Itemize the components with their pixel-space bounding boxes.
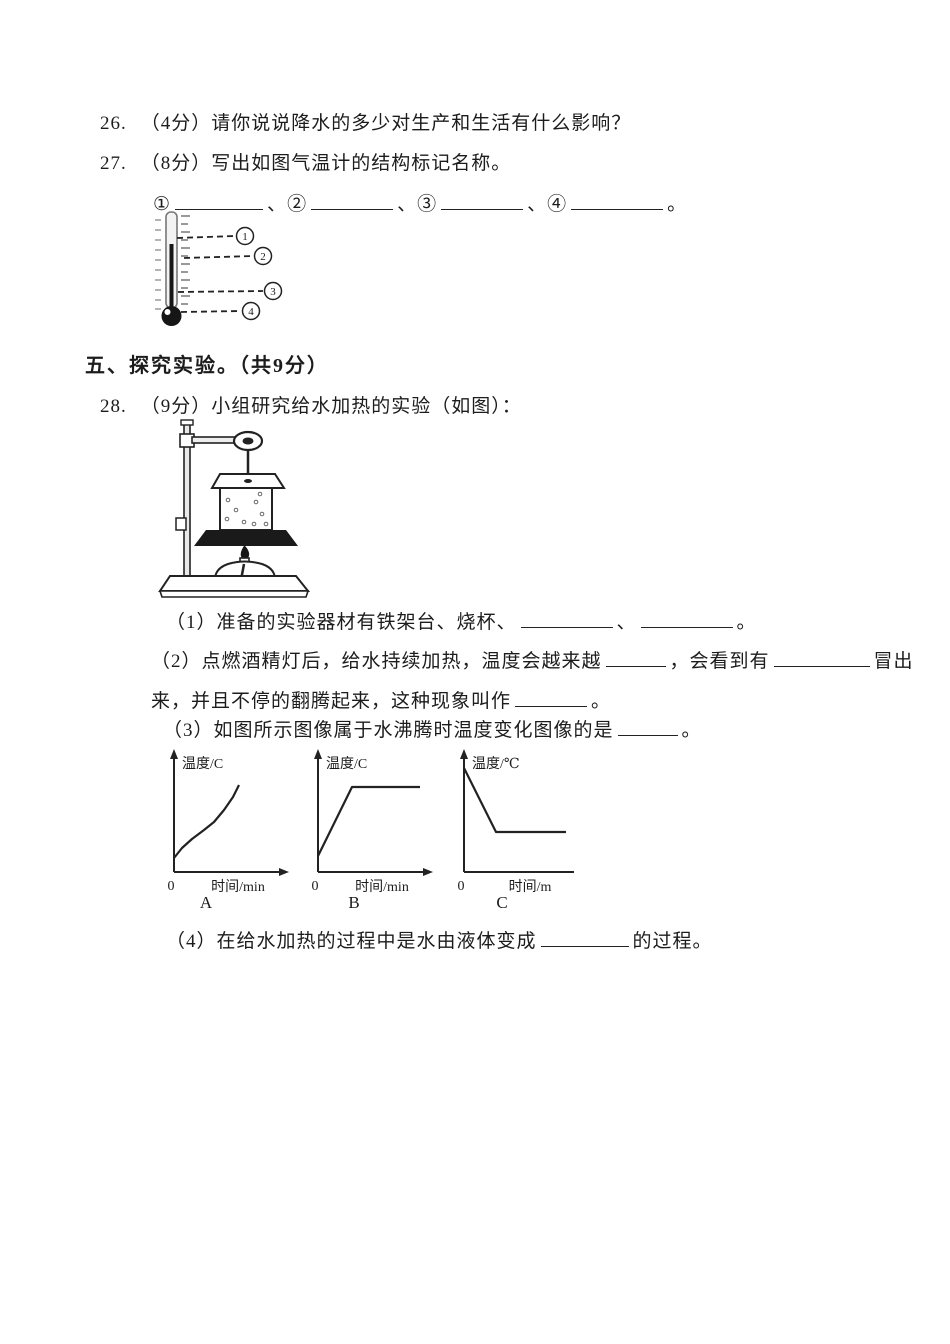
sub2b-text: 来，并且不停的翻腾起来，这种现象叫作	[151, 691, 512, 712]
graph-b-origin: 0	[312, 879, 319, 894]
separator: 、	[267, 194, 288, 215]
answer-blank-3	[441, 196, 524, 210]
graph-b-letter: B	[348, 893, 359, 912]
leader-lines	[176, 235, 264, 313]
flame	[240, 546, 250, 559]
question-27: 27. （8分）写出如图气温计的结构标记名称。	[100, 148, 511, 175]
graph-a-ylabel: 温度/C	[182, 756, 223, 772]
circled-labels: 1 2 3 4	[235, 226, 283, 321]
clamp-arm	[191, 436, 237, 444]
separator: 、	[397, 194, 418, 215]
sub2-text-2: ，会看到有	[669, 651, 770, 672]
graph-a-y-arrow	[170, 749, 178, 759]
rod-cap	[180, 419, 194, 426]
marker-1: ①	[153, 194, 172, 215]
sub2-text-3: 冒出	[873, 651, 914, 672]
graph-a-xlabel: 时间/min	[211, 879, 265, 895]
wire-gauze	[194, 530, 298, 546]
stand-base-edge	[158, 590, 310, 598]
question-28-sub3: （3）如图所示图像属于水沸腾时温度变化图像的是 。	[163, 715, 702, 742]
graph-a-x-arrow	[279, 868, 289, 876]
section-5-heading: 五、探究实验。（共9分）	[85, 355, 329, 377]
clamp-grip	[242, 437, 254, 445]
sub3-blank	[617, 722, 678, 736]
graph-b: 温度/C 0 时间/min B	[312, 749, 433, 912]
stand-knob	[175, 517, 187, 531]
marker-2: ②	[287, 194, 308, 215]
circle-label-4	[241, 301, 261, 321]
thermometer-bulb-highlight	[164, 309, 171, 315]
sub1-text: （1）准备的实验器材有铁架台、烧杯、	[166, 612, 517, 633]
period: 。	[591, 691, 612, 712]
question-26: 26. （4分）请你说说降水的多少对生产和生活有什么影响？	[100, 108, 631, 135]
answer-blank-2	[311, 196, 394, 210]
graph-b-y-arrow	[314, 749, 322, 759]
circle-digit-4: 4	[248, 306, 254, 318]
water-bubbles	[224, 491, 269, 527]
graph-c-y-arrow	[460, 749, 468, 759]
sub2-text-1: （2）点燃酒精灯后，给水持续加热，温度会越来越	[151, 651, 602, 672]
sub3-text: （3）如图所示图像属于水沸腾时温度变化图像的是	[163, 720, 614, 741]
period: 。	[736, 612, 757, 633]
sub2-blank-2	[773, 653, 870, 667]
thermometer-scale-marks-right	[181, 215, 190, 305]
circle-digit-2: 2	[260, 251, 266, 263]
sub4-text: （4）在给水加热的过程中是水由液体变成	[166, 931, 537, 952]
question-26-number: 26.	[100, 113, 127, 134]
question-27-text: （8分）写出如图气温计的结构标记名称。	[140, 153, 512, 174]
graph-b-ylabel: 温度/C	[326, 756, 367, 772]
graph-a-origin: 0	[168, 879, 175, 894]
sub1-blank-1	[520, 614, 613, 628]
question-28-sub2: （2）点燃酒精灯后，给水持续加热，温度会越来越 ，会看到有 冒出	[151, 646, 914, 673]
heating-apparatus-figure	[158, 419, 311, 598]
circle-digit-3: 3	[270, 286, 276, 298]
circle-label-1	[235, 226, 255, 246]
stand-base-top	[158, 575, 311, 592]
graph-c-curve	[463, 767, 566, 834]
graph-c-letter: C	[496, 893, 507, 912]
circle-label-2	[253, 246, 273, 266]
graph-c-origin: 0	[458, 879, 465, 894]
answer-blank-4	[571, 196, 664, 210]
cover-hole	[244, 479, 252, 483]
separator: 、	[616, 612, 637, 633]
question-27-number: 27.	[100, 153, 127, 174]
answer-blank-1	[175, 196, 264, 210]
sub4-text-end: 的过程。	[632, 931, 713, 952]
graph-a-curve	[173, 784, 240, 859]
marker-4: ④	[547, 194, 568, 215]
thermometer-figure: 1 2 3 4	[155, 211, 283, 326]
circle-label-3	[263, 281, 283, 301]
sub2-blank-1	[605, 653, 666, 667]
graph-b-xlabel: 时间/min	[355, 879, 409, 895]
graph-a: 温度/C 0 时间/min A	[168, 749, 289, 912]
question-28-sub2-cont: 来，并且不停的翻腾起来，这种现象叫作 。	[151, 686, 611, 713]
thermometer-scale-ticks-left	[155, 219, 161, 310]
question-26-text: （4分）请你说说降水的多少对生产和生活有什么影响？	[140, 113, 632, 134]
thermometer-bulb	[161, 306, 182, 326]
graph-c-ylabel: 温度/℃	[472, 756, 520, 772]
question-28: 28. （9分）小组研究给水加热的实验（如图）：	[100, 391, 522, 418]
graph-a-letter: A	[200, 893, 213, 912]
graph-c: 温度/℃ 0 时间/m C	[458, 749, 574, 912]
sub2b-blank	[515, 693, 588, 707]
sub1-blank-2	[640, 614, 733, 628]
question-28-text: （9分）小组研究给水加热的实验（如图）：	[140, 396, 522, 417]
question-28-sub4: （4）在给水加热的过程中是水由液体变成 的过程。	[166, 926, 713, 953]
question-27-blanks-line: ①、②、③、④。	[153, 189, 687, 216]
period: 。	[681, 720, 702, 741]
marker-3: ③	[417, 194, 438, 215]
separator: 、	[527, 194, 548, 215]
sub4-blank	[540, 933, 629, 947]
graph-b-x-arrow	[423, 868, 433, 876]
graph-b-curve	[317, 785, 420, 857]
circle-digit-1: 1	[242, 231, 248, 243]
question-28-number: 28.	[100, 396, 127, 417]
period: 。	[667, 194, 688, 215]
question-28-sub1: （1）准备的实验器材有铁架台、烧杯、 、 。	[166, 607, 757, 634]
graph-c-xlabel: 时间/m	[509, 879, 552, 895]
